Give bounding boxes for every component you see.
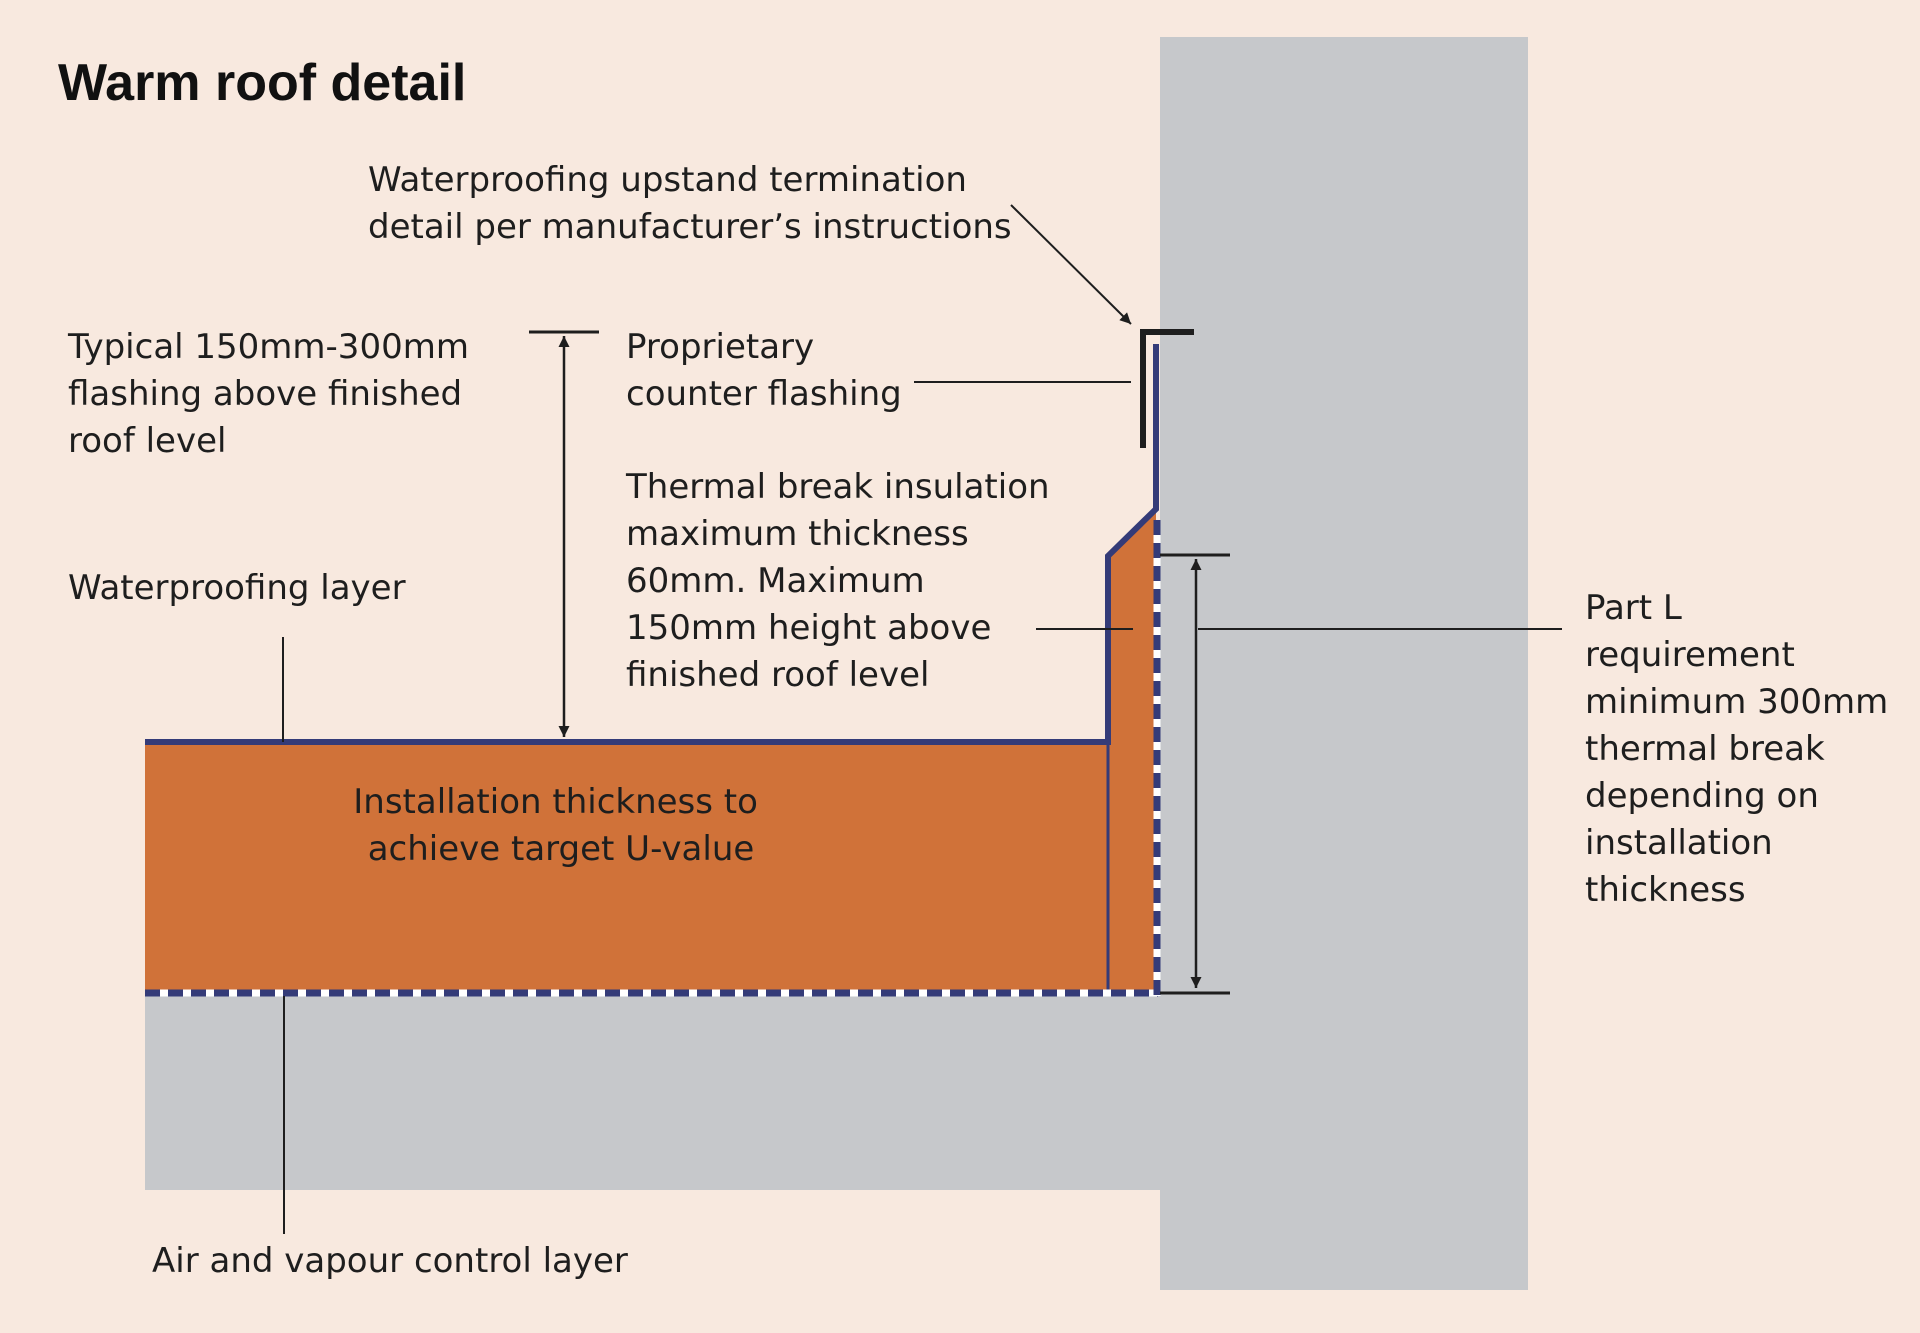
label-part-l: Part L requirement minimum 300mm thermal… bbox=[1585, 588, 1899, 910]
thermal-break-insulation bbox=[1108, 509, 1156, 993]
label-installation-thickness: Installation thickness to achieve target… bbox=[353, 782, 768, 869]
counter-flashing bbox=[1140, 329, 1194, 448]
label-avcl: Air and vapour control layer bbox=[152, 1241, 628, 1281]
label-counter-flashing: Proprietary counter flashing bbox=[626, 327, 902, 414]
label-thermal-break: Thermal break insulation maximum thickne… bbox=[625, 467, 1060, 695]
leader-upstand-termination bbox=[1010, 204, 1132, 325]
label-upstand-termination: Waterproofing upstand termination detail… bbox=[368, 160, 1012, 247]
roof-insulation bbox=[145, 742, 1108, 993]
label-waterproofing-layer: Waterproofing layer bbox=[68, 568, 406, 608]
page-title: Warm roof detail bbox=[58, 54, 466, 112]
waterproofing-membrane bbox=[145, 344, 1159, 745]
concrete-wall bbox=[1160, 37, 1528, 1290]
label-typical-flashing: Typical 150mm-300mm flashing above finis… bbox=[67, 327, 480, 461]
concrete-slab bbox=[145, 993, 1160, 1190]
